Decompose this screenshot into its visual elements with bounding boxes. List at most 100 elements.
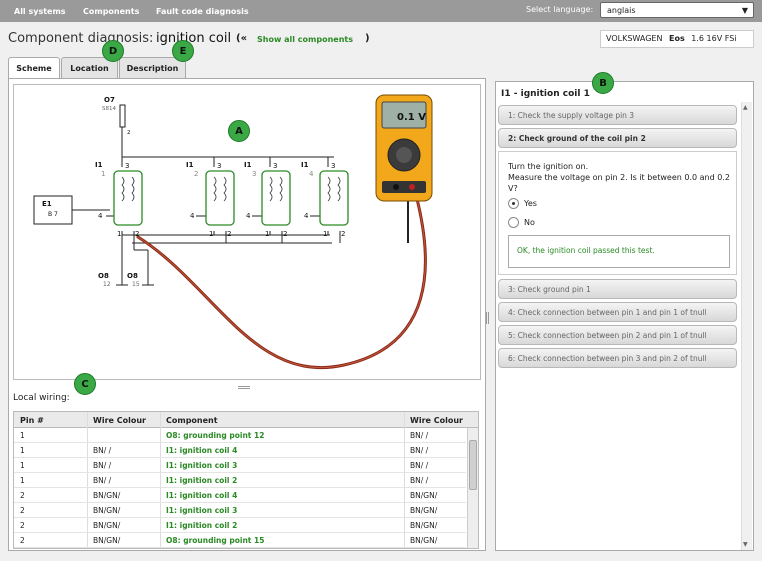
step-1-button[interactable]: 1: Check the supply voltage pin 3 — [498, 105, 737, 125]
table-scrollbar[interactable] — [467, 428, 478, 548]
cell-component[interactable]: I1: ignition coil 4 — [166, 491, 238, 500]
header-wire-colour-2[interactable]: Wire Colour — [410, 416, 463, 425]
show-all-components-link[interactable]: Show all components — [257, 35, 353, 44]
step-3-button[interactable]: 3: Check ground pin 1 — [498, 279, 737, 299]
ignition-coil-1 — [113, 170, 143, 226]
cell-component[interactable]: I1: ignition coil 2 — [166, 521, 238, 530]
coil-3-pin-1: 1 — [265, 230, 269, 238]
callout-marker-e: E — [172, 40, 194, 62]
cell-colour2: BN/GN/ — [410, 491, 438, 500]
vehicle-model: Eos — [669, 34, 685, 43]
cell-component[interactable]: I1: ignition coil 4 — [166, 446, 238, 455]
step-2-button[interactable]: 2: Check ground of the coil pin 2 — [498, 128, 737, 148]
coil-4-label: I1 — [301, 161, 309, 169]
cell-pin: 2 — [20, 491, 25, 500]
column-divider — [404, 412, 405, 548]
scrollbar-thumb[interactable] — [469, 440, 477, 490]
wiring-diagram: 0.1 V O7 S814 2 I1 1 I1 2 I1 3 I1 4 3 3 … — [33, 94, 433, 369]
horizontal-splitter-handle[interactable] — [238, 386, 250, 389]
tab-description[interactable]: Description — [119, 57, 186, 78]
cell-colour: BN/ / — [93, 476, 112, 485]
answer-no-radio[interactable] — [508, 217, 519, 228]
tab-location[interactable]: Location — [61, 57, 118, 78]
cell-component[interactable]: I1: ignition coil 3 — [166, 461, 238, 470]
step-2-panel: Turn the ignition on. Measure the voltag… — [498, 151, 737, 275]
ground-2-label: O8 — [127, 272, 138, 280]
callout-marker-d: D — [102, 40, 124, 62]
callout-marker-c: C — [74, 373, 96, 395]
fuse-label: O7 — [104, 96, 115, 104]
cell-pin: 2 — [20, 521, 25, 530]
multimeter — [375, 94, 433, 202]
nav-all-systems[interactable]: All systems — [14, 7, 66, 16]
coil-2-pin-1: 1 — [209, 230, 213, 238]
language-label: Select language: — [526, 5, 594, 14]
header-component[interactable]: Component — [166, 416, 218, 425]
tab-scheme[interactable]: Scheme — [8, 57, 60, 80]
coil-2-pin-4: 4 — [190, 212, 195, 220]
coil-4-pin-4: 4 — [304, 212, 309, 220]
cell-colour2: BN/ / — [410, 476, 429, 485]
ground-2-number: 15 — [132, 281, 140, 288]
cell-colour2: BN/ / — [410, 446, 429, 455]
nav-fault-code-diagnosis[interactable]: Fault code diagnosis — [156, 7, 249, 16]
red-probe-cable — [136, 193, 427, 369]
coil-4-pin-2: 2 — [341, 230, 345, 238]
header-pin[interactable]: Pin # — [20, 416, 44, 425]
cell-pin: 1 — [20, 431, 25, 440]
table-header: Pin # Wire Colour Component Wire Colour — [14, 412, 478, 428]
column-divider — [87, 412, 88, 548]
scroll-down-icon[interactable]: ▼ — [743, 541, 748, 548]
coil-4-number: 4 — [309, 170, 314, 178]
top-navigation-bar: All systems Components Fault code diagno… — [0, 0, 762, 22]
vehicle-make: VOLKSWAGEN — [606, 34, 663, 43]
cell-pin: 1 — [20, 476, 25, 485]
cell-colour2: BN/ / — [410, 461, 429, 470]
diagnosis-scrollbar[interactable]: ▲ ▼ — [741, 102, 752, 550]
local-wiring-table: Pin # Wire Colour Component Wire Colour … — [13, 411, 479, 549]
cell-component[interactable]: O8: grounding point 15 — [166, 536, 265, 545]
cell-component[interactable]: O8: grounding point 12 — [166, 431, 265, 440]
answer-yes-label[interactable]: Yes — [524, 199, 537, 208]
cell-component[interactable]: I1: ignition coil 2 — [166, 476, 238, 485]
language-value: anglais — [607, 6, 636, 15]
step-4-button[interactable]: 4: Check connection between pin 1 and pi… — [498, 302, 737, 322]
scheme-panel: 0.1 V O7 S814 2 I1 1 I1 2 I1 3 I1 4 3 3 … — [8, 78, 486, 551]
ecu-pin: B 7 — [48, 211, 58, 218]
coil-3-pin-4: 4 — [246, 212, 251, 220]
table-row[interactable]: 1 BN/ / I1: ignition coil 2 BN/ / — [14, 473, 466, 488]
vehicle-engine: 1.6 16V FSi — [691, 34, 737, 43]
coil-3-pin-3: 3 — [273, 162, 277, 170]
coil-1-pin-1: 1 — [117, 230, 121, 238]
cell-component[interactable]: I1: ignition coil 3 — [166, 506, 238, 515]
header-wire-colour[interactable]: Wire Colour — [93, 416, 146, 425]
scroll-up-icon[interactable]: ▲ — [743, 104, 748, 111]
callout-marker-b: B — [592, 72, 614, 94]
cell-pin: 2 — [20, 536, 25, 545]
dropdown-arrow-icon: ▼ — [741, 6, 748, 15]
language-select[interactable]: anglais ▼ — [600, 2, 754, 18]
answer-yes-radio[interactable] — [508, 198, 519, 209]
ignition-coil-3 — [261, 170, 291, 226]
table-row[interactable]: 1 O8: grounding point 12 BN/ / — [14, 428, 466, 443]
step-6-button[interactable]: 6: Check connection between pin 3 and pi… — [498, 348, 737, 368]
question-text: Turn the ignition on. Measure the voltag… — [508, 161, 730, 194]
answer-no-label[interactable]: No — [524, 218, 535, 227]
fuse-code: S814 — [102, 106, 116, 112]
nav-components[interactable]: Components — [83, 7, 140, 16]
ground-1-label: O8 — [98, 272, 109, 280]
title-prefix: Component diagnosis: — [8, 31, 154, 46]
step-5-button[interactable]: 5: Check connection between pin 2 and pi… — [498, 325, 737, 345]
cell-colour2: BN/ / — [410, 431, 429, 440]
vertical-splitter-handle[interactable] — [486, 312, 489, 324]
cell-colour: BN/ / — [93, 461, 112, 470]
cell-pin: 2 — [20, 506, 25, 515]
cell-colour: BN/GN/ — [93, 521, 121, 530]
vehicle-info: VOLKSWAGEN Eos 1.6 16V FSi — [600, 30, 754, 48]
